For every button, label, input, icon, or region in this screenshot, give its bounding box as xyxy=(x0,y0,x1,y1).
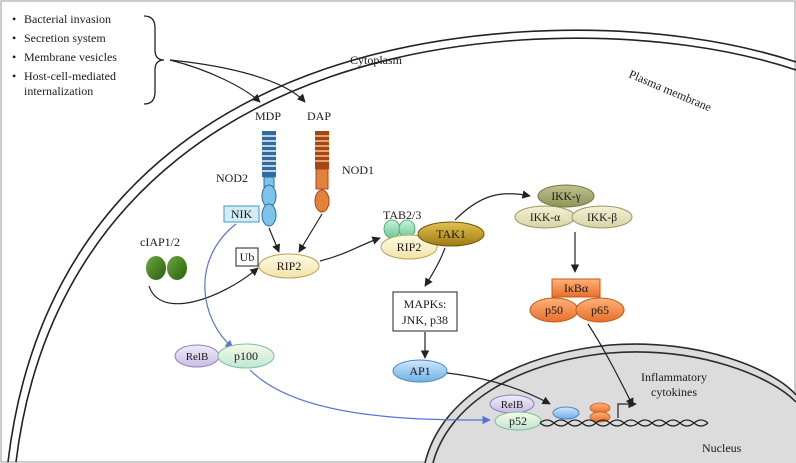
ikk-beta-label: IKK-β xyxy=(587,212,617,224)
transcription-start-arrow xyxy=(617,399,637,418)
arrow-nik-p100 xyxy=(204,223,237,349)
p65-oval xyxy=(575,297,625,323)
arrow-nfkb-nucleus xyxy=(587,323,634,407)
p100-label: p100 xyxy=(234,349,258,363)
ap1-oval xyxy=(392,359,448,383)
ikk-gamma-oval xyxy=(537,184,595,208)
arrow-rip2-complex xyxy=(319,236,381,262)
mapk-members-label: JNK, p38 xyxy=(402,313,448,327)
arrow-p100-p52 xyxy=(249,369,491,425)
p50-label: p50 xyxy=(545,303,563,317)
bullet-icon: • xyxy=(12,12,16,26)
cytokines-label-line1: Inflammatory xyxy=(641,370,707,384)
ciap-blob xyxy=(167,256,187,280)
route-item: Host-cell-mediated xyxy=(24,69,116,83)
ikk-gamma-label: IKK-γ xyxy=(551,191,580,203)
p100-oval xyxy=(217,343,275,369)
ciap-blob xyxy=(146,256,166,280)
arrow-to-mdp xyxy=(169,59,261,103)
rip2-label: RIP2 xyxy=(277,259,302,273)
ikba-label: IκBα xyxy=(564,281,589,295)
tab-blob xyxy=(383,219,401,239)
tab-label: TAB2/3 xyxy=(383,208,421,222)
arrow-nod1-rip2 xyxy=(298,213,323,253)
ikk-alpha-label: IKK-α xyxy=(530,212,560,224)
route-item: internalization xyxy=(24,84,93,98)
arrow-ap1-nucleus xyxy=(446,372,551,405)
cytoplasm-label: Cytoplasm xyxy=(350,53,403,67)
nod2-receptor xyxy=(261,131,277,227)
dna-helix xyxy=(539,419,709,427)
ub-box xyxy=(235,247,259,267)
arrow-tak1-ikk xyxy=(454,190,531,221)
rip2-oval xyxy=(258,253,320,279)
brace xyxy=(143,15,165,105)
nod1-receptor xyxy=(314,131,330,213)
nik-label: NIK xyxy=(231,207,253,221)
rip2-complex-label: RIP2 xyxy=(397,240,422,254)
nod2-label: NOD2 xyxy=(216,171,248,185)
tak1-oval xyxy=(417,221,485,247)
nod1-label: NOD1 xyxy=(342,163,374,177)
rip2-complex-oval xyxy=(380,234,438,260)
arrow-tak1-mapk xyxy=(424,247,446,287)
ap1-label: AP1 xyxy=(409,364,430,378)
mapk-box xyxy=(392,291,458,332)
bullet-icon: • xyxy=(12,69,16,83)
p52-oval xyxy=(494,411,542,431)
ikk-beta-oval xyxy=(571,205,633,229)
dap-label: DAP xyxy=(307,109,331,123)
relb-nuclear-label: RelB xyxy=(501,399,524,411)
p50-dna-bound xyxy=(589,411,611,423)
p65-dna-bound xyxy=(589,402,611,414)
mapk-label: MAPKs: xyxy=(404,297,447,311)
entry-routes-list: • Bacterial invasion • Secretion system … xyxy=(12,12,117,98)
nik-box xyxy=(223,205,260,223)
relb-label: RelB xyxy=(186,351,209,363)
route-item: Secretion system xyxy=(24,31,106,45)
bullet-icon: • xyxy=(12,50,16,64)
nucleus-label: Nucleus xyxy=(702,441,742,455)
ub-label: Ub xyxy=(240,250,255,264)
ciap-label: cIAP1/2 xyxy=(140,235,180,249)
bullet-icon: • xyxy=(12,31,16,45)
arrow-ciap-rip2 xyxy=(148,267,259,305)
route-item: Bacterial invasion xyxy=(24,12,111,26)
nucleus xyxy=(424,343,796,463)
route-item: Membrane vesicles xyxy=(24,50,117,64)
plasma-membrane xyxy=(7,29,796,463)
tak1-label: TAK1 xyxy=(436,227,466,241)
arrow-nod2-rip2 xyxy=(268,227,280,253)
ikba-box xyxy=(551,278,601,298)
cytokines-label-line2: cytokines xyxy=(651,385,697,399)
p65-label: p65 xyxy=(591,303,609,317)
ap1-dna-bound xyxy=(552,406,580,420)
p52-label: p52 xyxy=(509,414,527,428)
mdp-label: MDP xyxy=(255,109,281,123)
arrow-to-dap xyxy=(169,59,306,103)
